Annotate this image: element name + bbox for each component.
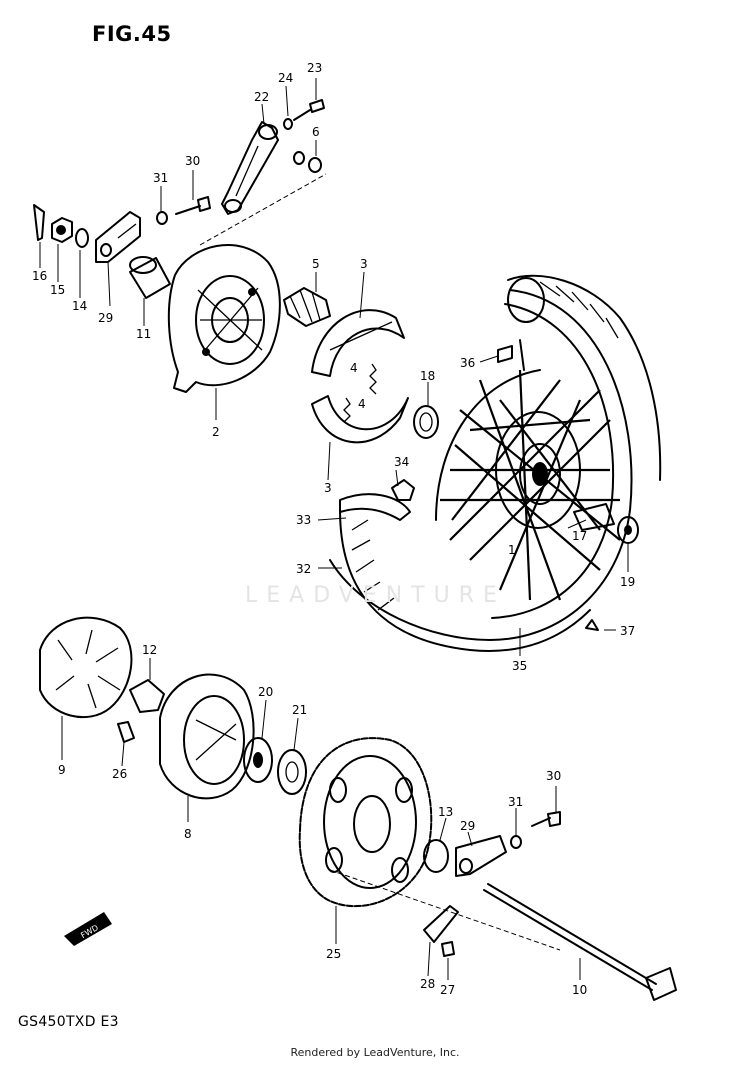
callout-3-upper: 3 <box>360 257 368 271</box>
callout-3-lower: 3 <box>324 481 332 495</box>
callout-17: 17 <box>572 529 587 543</box>
callout-32: 32 <box>296 562 311 576</box>
watermark: LEADVENTURE <box>245 583 506 608</box>
brake-shoe-upper <box>311 309 405 377</box>
oil-seal-21 <box>277 749 307 795</box>
leader-lines <box>39 78 629 980</box>
axle-nut <box>51 217 73 243</box>
bearing-20 <box>243 737 273 783</box>
spacer-sleeve <box>129 256 171 299</box>
callout-25: 25 <box>326 947 341 961</box>
lock-plate-28 <box>423 905 459 943</box>
adjuster-bolt-right <box>531 811 561 827</box>
collar-12 <box>129 679 165 713</box>
bearing-18 <box>413 405 439 439</box>
torque-link-bolt <box>293 99 325 121</box>
callout-27: 27 <box>440 983 455 997</box>
sprocket-drum <box>159 673 255 800</box>
brake-panel <box>167 244 281 393</box>
callout-29-lower: 29 <box>460 819 475 833</box>
callout-16: 16 <box>32 269 47 283</box>
callout-30-lower: 30 <box>546 769 561 783</box>
spacer-19 <box>617 516 639 544</box>
model-code: GS450TXD E3 <box>18 1014 119 1030</box>
tube-valve <box>497 339 525 371</box>
fwd-arrow <box>64 912 112 946</box>
chain-adjuster-right <box>455 835 507 877</box>
callout-30: 30 <box>185 154 200 168</box>
rim-and-spokes <box>329 289 633 641</box>
washer <box>293 151 305 165</box>
lock-washer <box>283 118 293 130</box>
axle-collar <box>573 503 615 531</box>
spacer-13 <box>423 839 449 873</box>
callout-36: 36 <box>460 356 475 370</box>
callout-34: 34 <box>394 455 409 469</box>
adjuster-nut <box>156 211 168 225</box>
callout-4-lower: 4 <box>358 397 366 411</box>
rear-sprocket <box>298 737 433 908</box>
callout-18: 18 <box>420 369 435 383</box>
callout-29: 29 <box>98 311 113 325</box>
callout-31: 31 <box>153 171 168 185</box>
rear-axle <box>483 883 677 1001</box>
hub-damper <box>39 616 133 718</box>
callout-35: 35 <box>512 659 527 673</box>
callout-31-lower: 31 <box>508 795 523 809</box>
cotter-pin <box>33 204 45 241</box>
chain-adjuster-left <box>95 211 141 263</box>
shoe-spring <box>343 363 377 423</box>
callout-13: 13 <box>438 805 453 819</box>
cotter-27 <box>441 941 455 957</box>
callout-11: 11 <box>136 327 151 341</box>
axle-washer <box>75 228 89 248</box>
callout-12: 12 <box>142 643 157 657</box>
callout-37: 37 <box>620 624 635 638</box>
callout-8: 8 <box>184 827 192 841</box>
callout-28: 28 <box>420 977 435 991</box>
callout-5: 5 <box>312 257 320 271</box>
brake-camshaft <box>283 287 331 327</box>
callout-23: 23 <box>307 61 322 75</box>
callout-labels: 23 24 22 6 30 31 16 15 14 29 11 5 3 4 4 … <box>32 61 635 997</box>
callout-19: 19 <box>620 575 635 589</box>
callout-20: 20 <box>258 685 273 699</box>
callout-6: 6 <box>312 125 320 139</box>
callout-9: 9 <box>58 763 66 777</box>
rim-band <box>391 479 415 501</box>
torque-link <box>221 121 279 215</box>
callout-10: 10 <box>572 983 587 997</box>
brake-shoe-lower <box>311 395 409 444</box>
callout-21: 21 <box>292 703 307 717</box>
callout-24: 24 <box>278 71 293 85</box>
callout-14: 14 <box>72 299 87 313</box>
adjuster-nut-right <box>510 835 522 849</box>
credit-line: Rendered by LeadVenture, Inc. <box>290 1046 460 1059</box>
callout-15: 15 <box>50 283 65 297</box>
adjuster-bolt <box>175 196 211 215</box>
tire-front <box>339 493 591 652</box>
callout-22: 22 <box>254 90 269 104</box>
callout-2: 2 <box>212 425 220 439</box>
tire-back <box>507 274 662 481</box>
figure-title: FIG.45 <box>92 22 172 46</box>
callout-4-upper: 4 <box>350 361 358 375</box>
callout-33: 33 <box>296 513 311 527</box>
bolt-26 <box>117 721 135 743</box>
washer-2 <box>308 157 322 173</box>
callout-1: 1 <box>508 543 516 557</box>
callout-26: 26 <box>112 767 127 781</box>
balance-weight <box>585 619 599 631</box>
